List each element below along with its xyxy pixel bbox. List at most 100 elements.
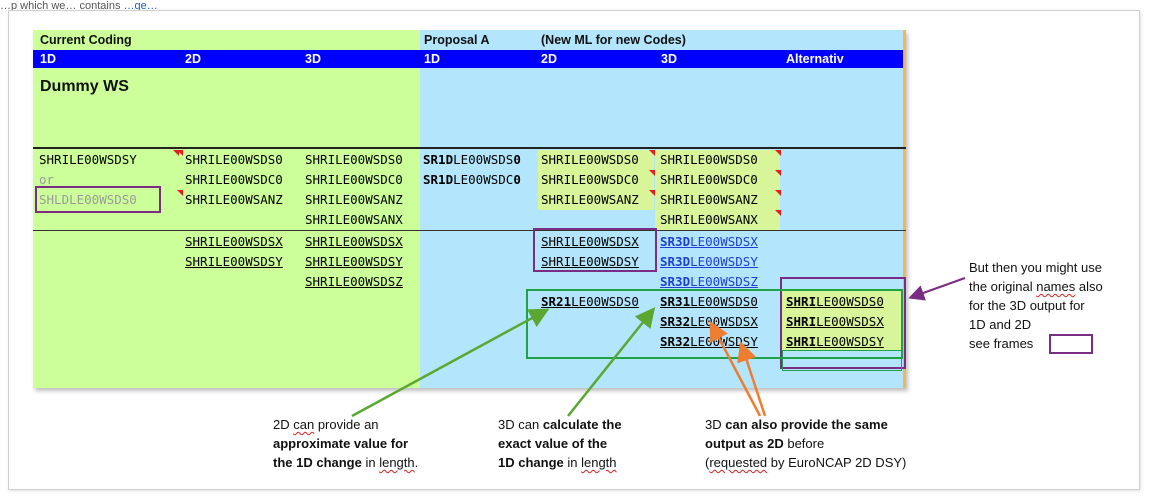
comment-marker[interactable] [649,150,655,156]
cell-prefix: SR1D [423,152,454,167]
note-original-names: But then you might use the original name… [969,258,1103,353]
cell-r3-1d[interactable]: SHLDLE00WSDS0 [39,192,137,207]
cell-r3-2d[interactable]: SHRILE00WSANZ [185,192,283,207]
cell-r1-3d[interactable]: SHRILE00WSDS0 [305,152,403,167]
cell-r9-alternativ[interactable]: SHRILE00WSDSX [786,312,884,332]
note-text: can [293,417,315,432]
arrow-3d-same-1 [709,320,762,417]
note-line: exact value of the [498,436,608,451]
note-text: . [414,455,419,470]
cell-prefix: SHRI [786,314,817,329]
cell-r3-3d[interactable]: SHRILE00WSANZ [305,192,403,207]
column-header-bar [33,50,903,68]
cell-r5-2d-proposal[interactable]: SHRILE00WSDSX [541,234,639,249]
cell-r2-2d-proposal[interactable]: SHRILE00WSDC0 [541,172,639,187]
note-line: 1D and 2D [969,317,1032,332]
cell-body: LE00WSDSY [690,254,758,269]
cell-prefix: SR31 [660,294,691,309]
col-header-2d: 2D [185,52,201,66]
cell-r3-2d-proposal[interactable]: SHRILE00WSANZ [541,192,639,207]
note-text: 1D change [498,455,564,470]
comment-marker[interactable] [177,190,183,196]
note-text: in [361,455,380,470]
cell-r1-1d-proposal[interactable]: SR1DLE00WSDS0 [423,150,521,170]
cell-r2-1d-proposal[interactable]: SR1DLE00WSDC0 [423,170,521,190]
note-line: the 1D change in length. [273,453,418,472]
cell-r8-2d-proposal[interactable]: SR21LE00WSDS0 [541,292,639,312]
cell-r5-3d-proposal[interactable]: SR3DLE00WSDSX [660,232,758,252]
green-frame-small [782,350,902,371]
col-header-3d-proposal: 3D [661,52,677,66]
comment-marker[interactable] [177,150,183,156]
cell-r4-3d[interactable]: SHRILE00WSANX [305,212,403,227]
cell-body: LE00WSDSX [816,314,884,329]
cell-r7-3d-proposal[interactable]: SR3DLE00WSDSZ [660,272,758,292]
cell-r10-alternativ[interactable]: SHRILE00WSDSY [786,332,884,352]
col-header-1d-proposal: 1D [424,52,440,66]
cell-r6-3d[interactable]: SHRILE00WSDSY [305,254,403,269]
comment-marker[interactable] [775,170,781,176]
comment-marker[interactable] [775,190,781,196]
cell-r1-1d[interactable]: SHRILE00WSDSY [39,152,137,167]
note-line: 1D change in length [498,453,622,472]
cell-r8-alternativ[interactable]: SHRILE00WSDS0 [786,292,884,312]
purple-frame-alternativ [780,277,906,369]
note-line: 3D can calculate the [498,415,622,434]
note-line: 2D can provide an [273,415,418,434]
header-current-coding: Current Coding [40,33,132,47]
col-header-1d: 1D [40,52,56,66]
cell-r2-3d[interactable]: SHRILE00WSDC0 [305,172,403,187]
cell-r6-2d[interactable]: SHRILE00WSDSY [185,254,283,269]
cell-r6-2d-proposal[interactable]: SHRILE00WSDSY [541,254,639,269]
cell-r3-3d-proposal[interactable]: SHRILE00WSANZ [660,192,758,207]
note-text: output as 2D [705,436,784,451]
cell-r1-3d-proposal[interactable]: SHRILE00WSDS0 [660,152,758,167]
thin-divider [33,230,906,231]
col-header-2d-proposal: 2D [541,52,557,66]
cell-r1-2d-proposal[interactable]: SHRILE00WSDS0 [541,152,639,167]
comment-marker[interactable] [649,190,655,196]
note-text: can also provide the same [725,417,888,432]
cell-prefix: SR3D [660,234,691,249]
arrow-3d-same-2 [737,341,767,417]
section-title: Dummy WS [40,78,129,95]
cell-r6-3d-proposal[interactable]: SR3DLE00WSDSY [660,252,758,272]
comment-marker[interactable] [775,210,781,216]
cell-body: LE00WSDS0 [816,294,884,309]
col-header-alternativ: Alternativ [786,52,844,66]
cell-suffix: 0 [513,152,521,167]
cell-prefix: SR32 [660,334,691,349]
top-caption: …p which we… contains …ge… [0,0,158,12]
note-text: before [783,436,825,451]
comment-marker[interactable] [173,150,179,156]
cell-prefix: SR3D [660,274,691,289]
cell-r4-3d-proposal[interactable]: SHRILE00WSANX [660,212,758,227]
cell-r2-3d-proposal[interactable]: SHRILE00WSDC0 [660,172,758,187]
cell-r8-3d-proposal[interactable]: SR31LE00WSDS0 [660,292,758,312]
note-line: see frames [969,336,1034,351]
cell-r5-3d[interactable]: SHRILE00WSDSX [305,234,403,249]
note-text: names [1036,279,1076,294]
comment-marker[interactable] [649,170,655,176]
purple-frame-1d [35,186,161,213]
cell-body: LE00WSDS [453,152,514,167]
highlight-cell [538,150,654,210]
note-text: by EuroNCAP 2D DSY) [767,455,907,470]
cell-r5-2d[interactable]: SHRILE00WSDSX [185,234,283,249]
cell-body: LE00WSDSY [816,334,884,349]
highlight-cell [780,290,903,350]
note-line: output as 2D before [705,434,906,453]
note-text: in [563,455,582,470]
legend-frame [1049,334,1093,354]
note-text: the 1D change [273,455,362,470]
note-text: calculate the [542,417,622,432]
comment-marker[interactable] [775,150,781,156]
arrow-2d-approx [351,308,550,418]
cell-r7-3d[interactable]: SHRILE00WSDSZ [305,274,403,289]
purple-frame-2d [533,228,657,272]
cell-r1-2d[interactable]: SHRILE00WSDS0 [185,152,283,167]
cell-r2-2d[interactable]: SHRILE00WSDC0 [185,172,283,187]
cell-r2-1d[interactable]: or [39,172,55,187]
top-caption-link[interactable]: …ge… [123,0,158,12]
